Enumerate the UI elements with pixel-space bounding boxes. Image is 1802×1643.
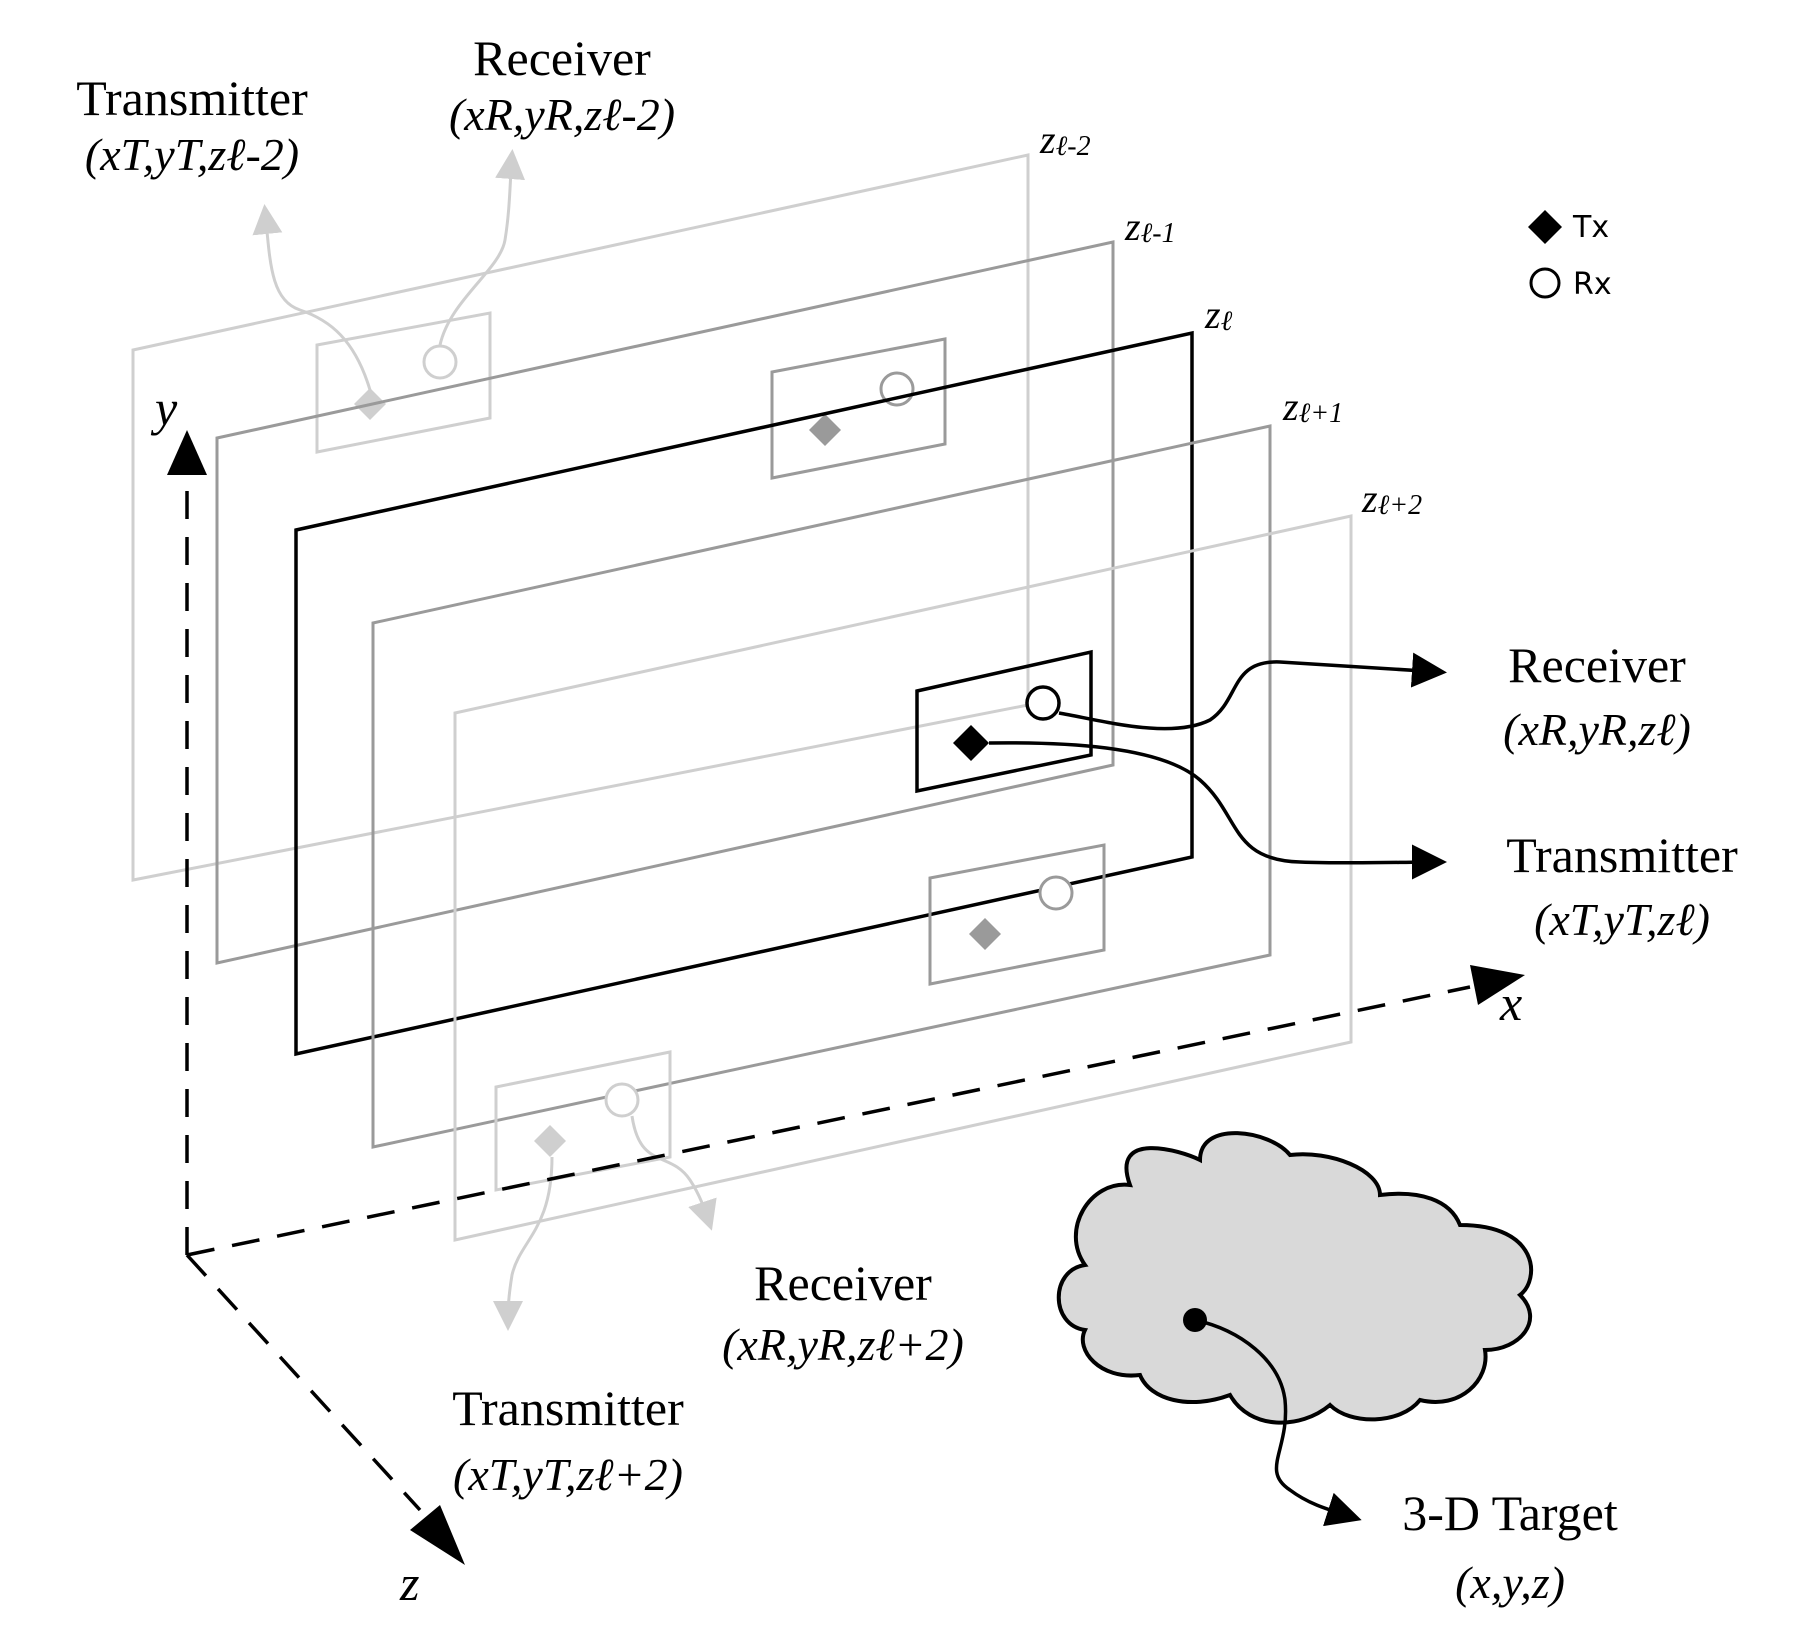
legend-tx-label: Tx [1572,210,1609,245]
bottom-receiver-title: Receiver [754,1255,932,1311]
tx-marker-l-minus-1 [809,414,841,446]
bottom-transmitter-coord: (xT,yT,zℓ+2) [453,1449,683,1500]
plane-labels: zℓ-2 zℓ-1 zℓ zℓ+1 zℓ+2 [1039,117,1422,521]
center-aperture [915,649,1447,880]
callout-bottom-receiver: Receiver (xR,yR,zℓ+2) [722,1255,964,1370]
target-cloud [1056,1131,1534,1527]
callout-target: 3-D Target (x,y,z) [1402,1485,1618,1608]
legend-rx-label: Rx [1573,267,1612,302]
tx-marker-l [953,725,989,761]
arrow-top-transmitter [252,204,372,391]
axes [167,430,1525,1565]
top-receiver-coord: (xR,yR,zℓ-2) [449,89,675,140]
plane-l-minus-2 [131,149,1030,882]
target-title: 3-D Target [1402,1485,1618,1541]
target-coord: (x,y,z) [1455,1557,1565,1608]
x-axis-arrowhead [1470,965,1525,1005]
callout-bottom-transmitter: Transmitter (xT,yT,zℓ+2) [452,1380,684,1500]
y-axis-label: y [150,380,178,436]
mid-transmitter-title: Transmitter [1506,827,1738,883]
bottom-receiver-coord: (xR,yR,zℓ+2) [722,1319,964,1370]
callout-top-transmitter: Transmitter (xT,yT,zℓ-2) [76,70,308,180]
plane-label-l-plus-2: zℓ+2 [1361,476,1422,521]
aperture-box-l [915,649,1093,794]
tx-marker-l-plus-2 [534,1125,566,1157]
plane-label-l-plus-1: zℓ+1 [1282,384,1343,429]
mid-receiver-coord: (xR,yR,zℓ) [1503,704,1691,755]
plane-label-l: zℓ [1204,292,1233,337]
top-transmitter-title: Transmitter [76,70,308,126]
bottom-transmitter-title: Transmitter [452,1380,684,1436]
aperture-box-l-plus-1 [928,843,1106,986]
top-transmitter-coord: (xT,yT,zℓ-2) [85,129,299,180]
legend-tx-icon [1528,210,1562,244]
plane-l-plus-1 [371,424,1272,1149]
legend: Tx Rx [1528,210,1612,302]
arrow-top-receiver [438,149,526,346]
arrow-bottom-transmitter [493,1156,554,1331]
plane-label-l-minus-1: zℓ-1 [1124,204,1176,249]
mid-transmitter-coord: (xT,yT,zℓ) [1534,894,1710,945]
arrow-mid-transmitter [988,741,1447,880]
plane-l [294,330,1194,1057]
rx-marker-l-minus-2 [422,344,458,380]
z-axis [185,1253,422,1512]
x-axis-label: x [1499,975,1522,1031]
x-axis [186,985,1471,1257]
rx-marker-l-plus-2 [604,1082,640,1118]
z-axis-label: z [399,1555,419,1611]
top-receiver-title: Receiver [473,30,651,86]
callout-mid-transmitter: Transmitter (xT,yT,zℓ) [1506,827,1738,945]
y-axis-arrowhead [167,430,207,475]
rx-marker-l-plus-1 [1038,875,1074,911]
cloud-shape [1056,1131,1534,1425]
legend-rx-icon [1529,267,1561,299]
tx-marker-l-plus-1 [969,918,1001,950]
aperture-box-l-minus-1 [770,337,947,480]
callout-top-receiver: Receiver (xR,yR,zℓ-2) [449,30,675,140]
arrow-mid-receiver [1058,652,1447,731]
callout-mid-receiver: Receiver (xR,yR,zℓ) [1503,637,1691,755]
rx-marker-l [1025,685,1061,721]
z-axis-arrowhead [410,1505,465,1565]
aperture-box-l-plus-2 [494,1050,672,1192]
arrow-bottom-receiver [630,1115,717,1231]
arrow-target [1194,1318,1362,1527]
plane-label-l-minus-2: zℓ-2 [1039,117,1091,162]
plane-l-plus-2 [453,514,1353,1331]
mid-receiver-title: Receiver [1508,637,1686,693]
